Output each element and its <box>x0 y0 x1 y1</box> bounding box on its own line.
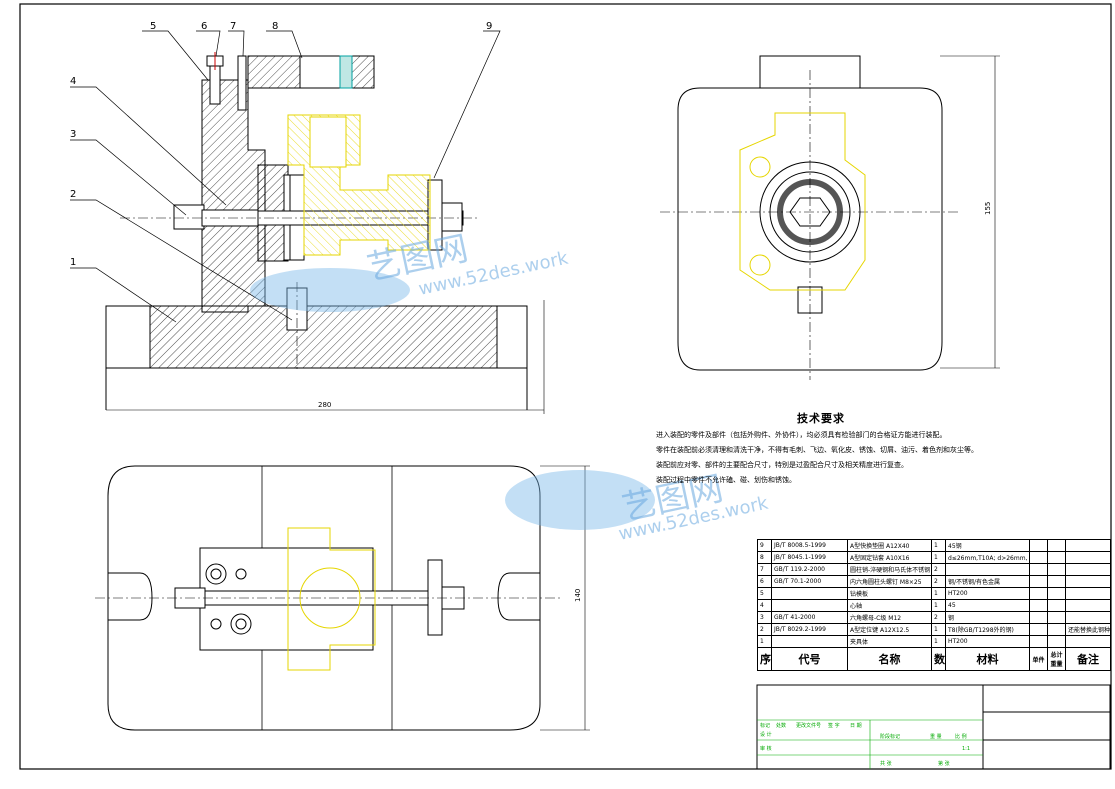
tb-cell: 重 量 <box>930 734 942 740</box>
watermark-logo <box>250 268 655 530</box>
tb-cell: 1:1 <box>962 746 971 752</box>
dimension-280: 280 <box>106 300 545 414</box>
balloon-labels: 5 6 7 8 9 4 3 2 1 <box>70 21 492 268</box>
workpiece-side <box>739 112 866 291</box>
balloon-9: 9 <box>486 21 492 32</box>
balloon-2: 2 <box>70 189 76 200</box>
title-block-frame <box>756 684 1111 770</box>
top-view: 140 <box>95 465 590 731</box>
tech-line: 装配过程中零件不允许磕、碰、划伤和锈蚀。 <box>656 476 796 484</box>
balloon-5: 5 <box>150 21 156 32</box>
front-view <box>105 52 528 410</box>
balloon-1: 1 <box>70 257 76 268</box>
tech-line: 进入装配的零件及部件（包括外购件、外协件），均必须具有检验部门的合格证方能进行装… <box>656 431 947 439</box>
tb-cell: 阶段标记 <box>880 734 901 740</box>
tech-line: 装配前应对零、部件的主要配合尺寸，特别是过盈配合尺寸及相关精度进行复查。 <box>656 461 908 469</box>
tb-cell: 标记 <box>760 723 771 729</box>
tech-requirements: 技术要求 进入装配的零件及部件（包括外购件、外协件），均必须具有检验部门的合格证… <box>656 411 986 488</box>
workpiece-front <box>287 114 431 256</box>
balloon-4: 4 <box>70 76 76 87</box>
tb-cell: 审 核 <box>760 746 772 752</box>
tb-cell: 比 例 <box>955 734 967 740</box>
svg-text:280: 280 <box>318 401 331 409</box>
tb-cell: 设 计 <box>760 732 772 738</box>
svg-text:155: 155 <box>984 202 992 215</box>
tb-cell: 更改文件号 <box>796 723 822 729</box>
tb-cell: 签 字 <box>828 723 840 729</box>
side-view: 155 <box>660 55 1000 380</box>
tech-line: 零件在装配前必须清理和清洗干净，不得有毛刺、飞边、氧化皮、锈蚀、切屑、油污、着色… <box>656 446 978 454</box>
svg-text:140: 140 <box>574 589 582 602</box>
workpiece-top <box>287 527 376 671</box>
sheet-border <box>19 3 1112 770</box>
tb-cell: 处数 <box>776 723 787 729</box>
tb-cell: 第 张 <box>938 761 950 767</box>
balloon-8: 8 <box>272 21 278 32</box>
leader-lines <box>70 30 501 323</box>
tech-requirements-title: 技术要求 <box>797 412 845 425</box>
balloon-3: 3 <box>70 129 76 140</box>
tb-cell: 共 张 <box>880 761 892 767</box>
balloon-7: 7 <box>230 21 236 32</box>
balloon-6: 6 <box>201 21 207 32</box>
tb-cell: 日 期 <box>850 723 862 729</box>
